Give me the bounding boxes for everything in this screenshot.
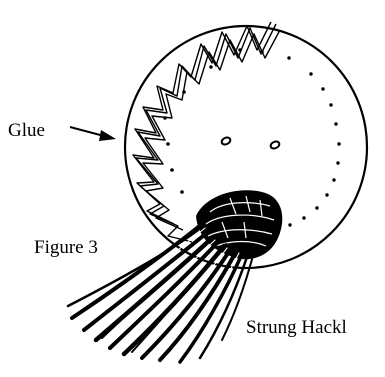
disc-hole-left <box>221 136 232 146</box>
figure-caption: Figure 3 <box>34 238 98 257</box>
arrow-right-icon <box>70 127 116 141</box>
rim-dots <box>287 56 340 226</box>
disc-hole-right <box>270 140 281 150</box>
glue-label: Glue <box>8 121 45 140</box>
strung-hackle-label: Strung Hackl <box>246 318 347 337</box>
